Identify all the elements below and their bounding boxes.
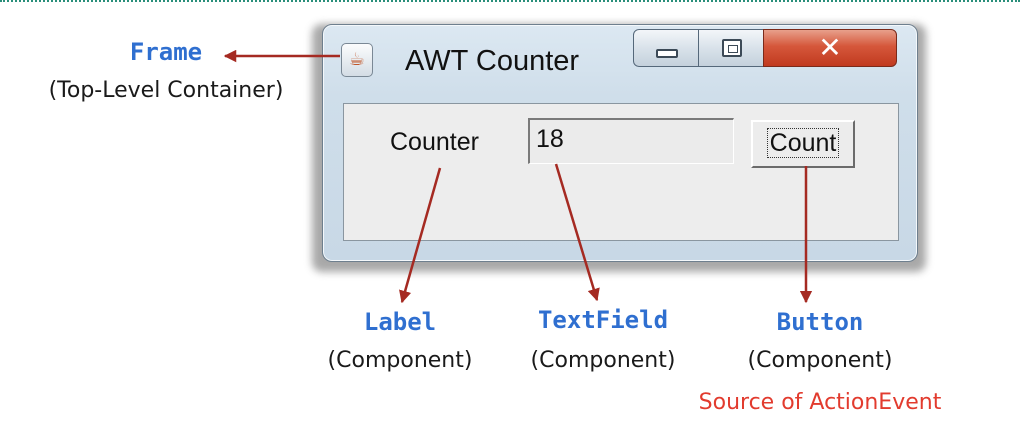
- minimize-icon: [656, 49, 678, 58]
- textfield-annotation-title: TextField: [537, 306, 669, 334]
- frame-annotation-title: Frame: [129, 38, 203, 66]
- count-button-label: Count: [766, 128, 840, 158]
- maximize-button[interactable]: [698, 29, 764, 67]
- maximize-icon: [722, 39, 742, 57]
- top-dotted-border: [0, 0, 1020, 2]
- counter-label: Counter: [390, 128, 479, 156]
- counter-textfield[interactable]: 18: [528, 118, 734, 164]
- count-button[interactable]: Count: [751, 120, 855, 168]
- frame-annotation-desc: (Top-Level Container): [48, 78, 284, 103]
- label-annotation-desc: (Component): [327, 348, 473, 373]
- java-cup-icon[interactable]: ☕: [341, 43, 373, 77]
- awt-frame-window: ☕ AWT Counter ✕ Counter 18 Count: [322, 24, 918, 262]
- button-annotation-title: Button: [776, 308, 864, 336]
- window-title: AWT Counter: [405, 45, 580, 77]
- action-event-note: Source of ActionEvent: [698, 390, 942, 415]
- close-button[interactable]: ✕: [763, 29, 897, 67]
- label-annotation-title: Label: [363, 308, 437, 336]
- textfield-arrow: [554, 163, 600, 302]
- button-annotation-desc: (Component): [747, 348, 893, 373]
- label-arrow: [399, 167, 442, 304]
- textfield-annotation-desc: (Component): [530, 348, 676, 373]
- close-icon: ✕: [818, 31, 842, 64]
